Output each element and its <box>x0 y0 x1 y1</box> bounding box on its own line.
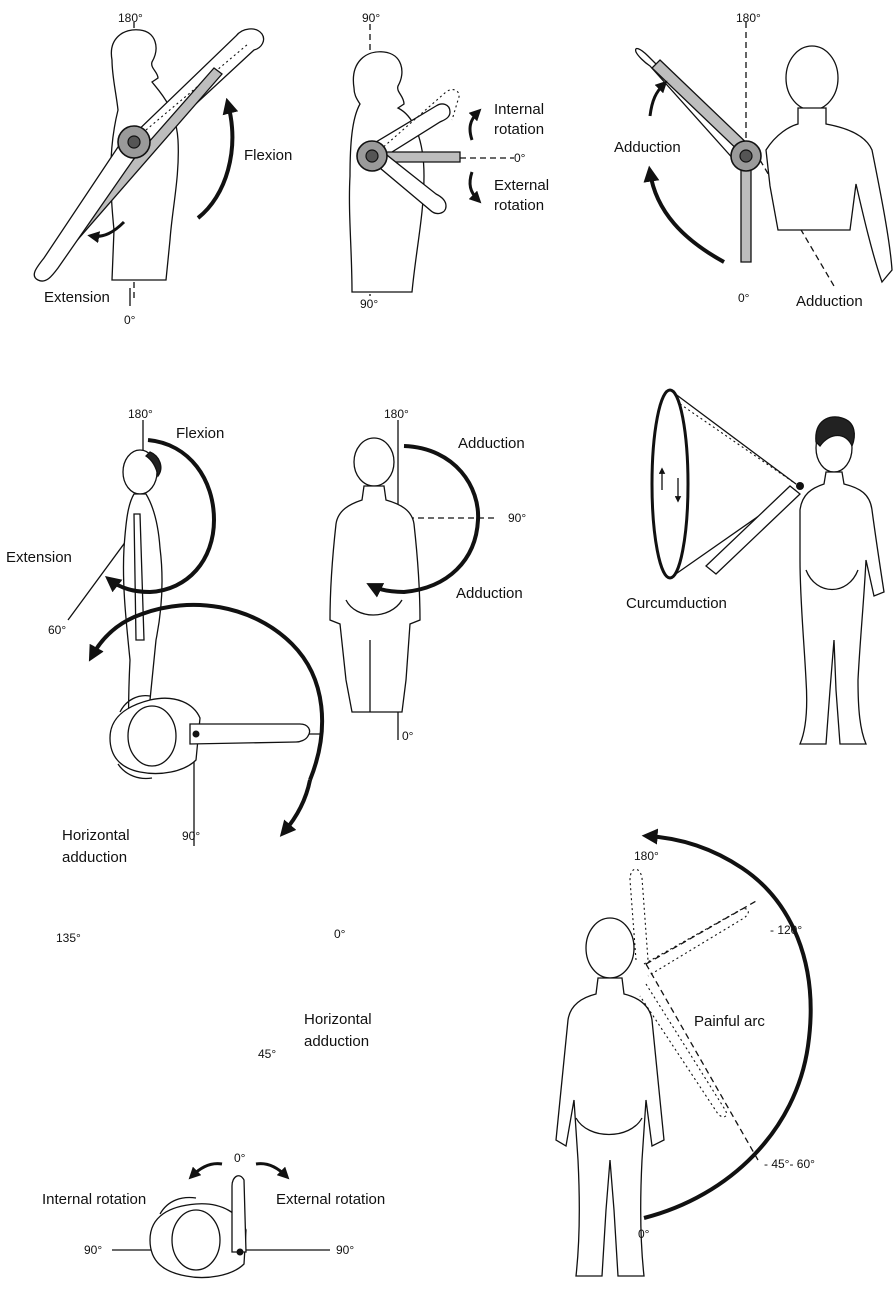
horizontal-angle-0: 0° <box>334 927 346 941</box>
flexion-extension-angle-top: 180° <box>118 11 143 25</box>
side-flexion-label-flexion: Flexion <box>176 425 224 442</box>
horizontal-label-bottom-line1: Horizontal <box>304 1011 372 1028</box>
painful-arc-angle-180: 180° <box>634 849 659 863</box>
side-flexion-angle-top: 180° <box>128 407 153 421</box>
rotation-top-view-label-internal: Internal rotation <box>42 1191 146 1208</box>
horizontal-label-top-line1: Horizontal <box>62 827 130 844</box>
flexion-extension-label-extension: Extension <box>44 289 110 306</box>
horizontal-angle-90: 90° <box>182 829 200 843</box>
back-abduction-angle-top: 180° <box>384 407 409 421</box>
rotation-abducted-internal-line2: rotation <box>494 121 544 138</box>
rotation-top-view-angle-right: 90° <box>336 1243 354 1257</box>
painful-arc-angle-0: 0° <box>638 1227 650 1241</box>
panel-rotation-top-view: 0° Internal rotation External rotation 9… <box>42 1151 385 1278</box>
abduction-front-angle-bottom: 0° <box>738 291 750 305</box>
painful-arc-angle-120: - 120° <box>770 923 802 937</box>
rotation-abducted-internal-line1: Internal <box>494 101 544 118</box>
flexion-extension-angle-bottom: 0° <box>124 313 136 327</box>
horizontal-angle-135: 135° <box>56 931 81 945</box>
side-flexion-angle-extension: 60° <box>48 623 66 637</box>
back-abduction-label-upper: Adduction <box>458 435 525 452</box>
rotation-abducted-angle-top: 90° <box>362 11 380 25</box>
rotation-abducted-angle-right: 0° <box>514 151 526 165</box>
rotation-abducted-angle-bottom: 90° <box>360 297 378 311</box>
horizontal-label-bottom-line2: adduction <box>304 1033 369 1050</box>
rotation-top-view-angle-top: 0° <box>234 1151 246 1165</box>
painful-arc-label: Painful arc <box>694 1013 765 1030</box>
panel-flexion-extension: 180° Flexion Extension 0° <box>34 11 292 327</box>
rotation-top-view-label-external: External rotation <box>276 1191 385 1208</box>
panel-circumduction: Curcumduction <box>626 390 884 744</box>
rotation-abducted-external-line2: rotation <box>494 197 544 214</box>
panel-horizontal: Horizontal adduction 90° 135° 0° Horizon… <box>56 605 372 1061</box>
abduction-front-label-upper: Adduction <box>614 139 681 156</box>
rotation-abducted-external-line1: External <box>494 177 549 194</box>
back-abduction-angle-right: 90° <box>508 511 526 525</box>
abduction-front-label-lower: Adduction <box>796 293 863 310</box>
painful-arc-angle-45-60: - 45°- 60° <box>764 1157 815 1171</box>
horizontal-label-top-line2: adduction <box>62 849 127 866</box>
rotation-top-view-angle-left: 90° <box>84 1243 102 1257</box>
back-abduction-label-lower: Adduction <box>456 585 523 602</box>
panel-abduction-front: 180° Adduction 0° Adduction <box>614 11 892 310</box>
abduction-front-angle-top: 180° <box>736 11 761 25</box>
back-abduction-angle-bottom: 0° <box>402 729 414 743</box>
panel-back-abduction: 180° Adduction 90° Adduction 0° <box>330 407 526 743</box>
horizontal-angle-45: 45° <box>258 1047 276 1061</box>
panel-rotation-abducted: 90° Internal rotation 0° External rotati… <box>349 11 549 311</box>
circumduction-label: Curcumduction <box>626 595 727 612</box>
panel-painful-arc: 180° - 120° Painful arc - 45°- 60° 0° <box>556 836 815 1276</box>
side-flexion-label-extension: Extension <box>6 549 72 566</box>
flexion-extension-label-flexion: Flexion <box>244 147 292 164</box>
